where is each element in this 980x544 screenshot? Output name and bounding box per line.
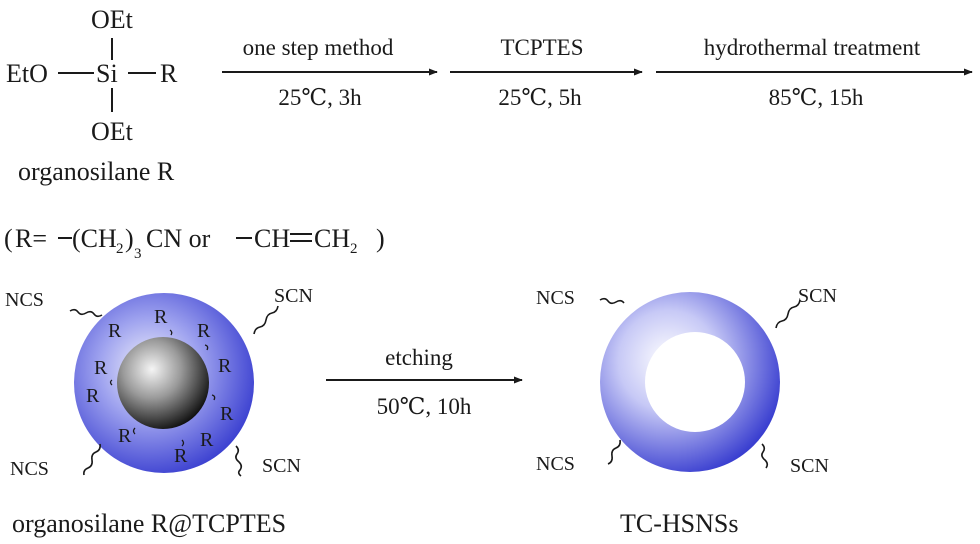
r-group-marker: R	[108, 320, 122, 342]
linker-top-right	[253, 305, 279, 335]
step-3-reagent: hydrothermal treatment	[704, 35, 921, 60]
organosilane-structure: OEt EtO Si R OEt organosilane R	[6, 5, 178, 186]
r-def-ch2: (CH	[72, 224, 117, 253]
linker-top-left	[69, 308, 103, 318]
step-1-conditions: 25℃, 3h	[278, 85, 362, 110]
hollow-particle: NCS SCN NCS SCN TC-HSNSs	[536, 285, 837, 538]
step-3-conditions: 85℃, 15h	[769, 85, 864, 110]
scn-bottom-right: SCN	[790, 455, 829, 477]
linker-bottom-right	[235, 445, 243, 477]
oet-top-label: OEt	[91, 5, 134, 34]
step-2-conditions: 25℃, 5h	[498, 85, 582, 110]
r-def-ch2b: CH	[314, 224, 350, 253]
r-def-close-paren: )	[125, 224, 134, 253]
r-definition: ( R= (CH 2 ) 3 CN or CH CH 2 )	[4, 224, 385, 262]
r-group-marker: R	[200, 429, 214, 451]
scn-bottom-right: SCN	[262, 455, 301, 477]
r-groups: R R R R R R R R R R	[86, 306, 234, 467]
etching-reagent: etching	[385, 345, 453, 370]
step-2-reagent: TCPTES	[500, 35, 583, 60]
r-def-sub-2a: 2	[116, 241, 124, 257]
ncs-bottom-left: NCS	[536, 453, 575, 475]
r-group-marker: R	[94, 357, 108, 379]
scn-top-right: SCN	[798, 285, 837, 307]
si-label: Si	[96, 59, 118, 88]
r-group-label: R	[160, 59, 178, 88]
core-shell-particle: NCS SCN NCS SCN R R R R R R R R R R orga…	[5, 285, 313, 538]
reaction-step-1: one step method 25℃, 3h	[222, 35, 438, 110]
ncs-top-left: NCS	[5, 289, 44, 311]
r-def-ch: CH	[254, 224, 290, 253]
r-def-cn-or: CN or	[146, 224, 211, 253]
r-group-marker: R	[86, 385, 100, 407]
r-squiggle	[211, 394, 216, 401]
reaction-step-2: TCPTES 25℃, 5h	[450, 35, 643, 110]
step-1-reagent: one step method	[243, 35, 394, 60]
r-squiggle	[109, 379, 113, 386]
r-group-marker: R	[118, 425, 132, 447]
r-group-marker: R	[154, 306, 168, 328]
linker-top-right	[775, 299, 801, 329]
r-def-sub-2b: 2	[350, 241, 358, 257]
linker-bottom-right	[761, 443, 769, 469]
oet-bottom-label: OEt	[91, 117, 134, 146]
organosilane-caption: organosilane R	[18, 157, 175, 186]
left-particle-caption: organosilane R@TCPTES	[12, 509, 286, 538]
r-def-r-equals: R=	[15, 224, 47, 253]
etching-conditions: 50℃, 10h	[377, 394, 472, 419]
scn-top-right: SCN	[274, 285, 313, 307]
ncs-top-left: NCS	[536, 287, 575, 309]
r-squiggle	[169, 329, 173, 336]
r-def-open-paren: (	[4, 224, 13, 253]
r-group-marker: R	[218, 355, 232, 377]
hollow-cavity	[645, 332, 745, 432]
linker-top-left	[599, 297, 625, 305]
r-squiggle	[132, 427, 136, 435]
solid-core	[117, 337, 209, 429]
reaction-step-3: hydrothermal treatment 85℃, 15h	[656, 35, 973, 110]
right-particle-caption: TC-HSNSs	[620, 509, 738, 538]
linker-bottom-left	[607, 439, 621, 465]
r-group-marker: R	[197, 320, 211, 342]
etching-step: etching 50℃, 10h	[326, 345, 523, 419]
eto-left-label: EtO	[6, 59, 48, 88]
r-group-marker: R	[174, 445, 188, 467]
ncs-bottom-left: NCS	[10, 458, 49, 480]
r-group-marker: R	[220, 403, 234, 425]
r-def-sub-3: 3	[134, 246, 142, 262]
r-def-close: )	[376, 224, 385, 253]
r-squiggle	[204, 344, 209, 351]
r-squiggle	[181, 439, 185, 447]
linker-bottom-left	[83, 443, 101, 476]
